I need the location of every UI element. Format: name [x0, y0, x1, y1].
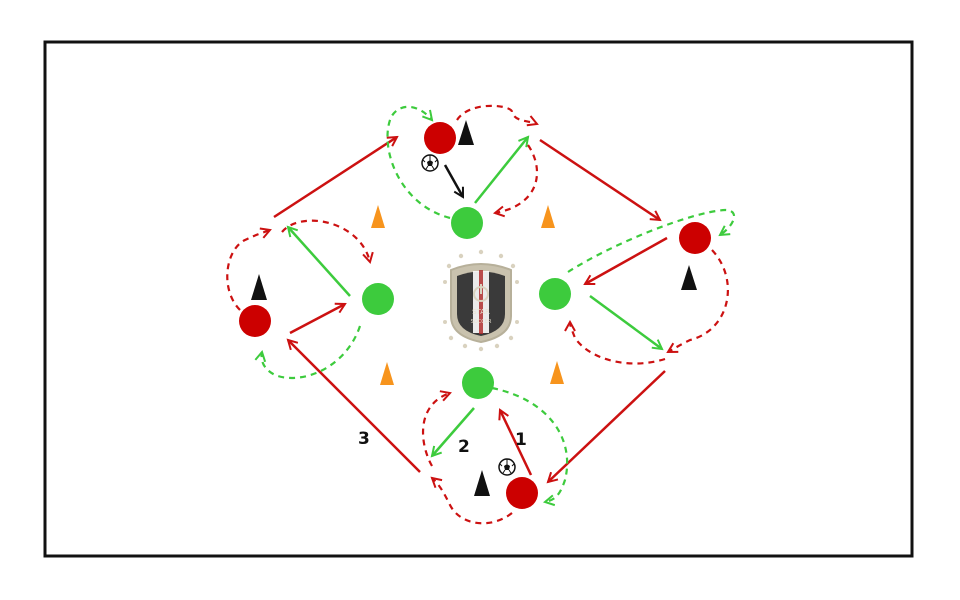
- pole-icon: [251, 274, 267, 300]
- soccer-ball-icon: [498, 458, 516, 476]
- green-run-arrow: [386, 105, 451, 220]
- green-run-arrow: [567, 208, 736, 273]
- step-label-1: 1: [515, 430, 527, 450]
- club-crest-icon: STAR SOCCER: [443, 249, 519, 352]
- red-pass-arrow: [288, 340, 421, 473]
- red-run-arrow: [570, 322, 666, 365]
- red-pass-arrow: [273, 137, 397, 219]
- cone-icon: [371, 205, 385, 228]
- green-player: [539, 278, 571, 310]
- green-player: [462, 367, 494, 399]
- soccer-ball-icon: [421, 154, 439, 172]
- green-pass-arrow: [589, 294, 662, 349]
- green-pass-arrow: [474, 137, 528, 204]
- cone-icon: [541, 205, 555, 228]
- red-player: [679, 222, 711, 254]
- green-pass-arrow: [288, 227, 351, 297]
- red-player: [239, 305, 271, 337]
- red-run-arrow: [668, 249, 729, 352]
- red-pass-arrow: [500, 410, 533, 476]
- green-pass-arrow: [432, 407, 475, 456]
- red-pass-arrow: [539, 138, 660, 220]
- red-pass-arrow: [289, 304, 345, 335]
- red-run-arrow: [456, 104, 537, 124]
- red-run-arrow: [495, 144, 539, 213]
- cone-icon: [550, 361, 564, 384]
- green-run-arrow: [262, 325, 362, 380]
- green-player: [451, 207, 483, 239]
- green-run-arrow: [491, 386, 569, 502]
- green-player: [362, 283, 394, 315]
- step-label-2: 2: [458, 437, 470, 457]
- red-pass-arrow: [585, 236, 668, 286]
- red-run-arrow: [432, 478, 513, 525]
- cone-icon: [380, 362, 394, 385]
- crest-text-top: STAR: [472, 308, 490, 316]
- crest-text-bottom: SOCCER: [471, 319, 492, 325]
- red-run-arrow: [226, 230, 270, 311]
- red-player: [506, 477, 538, 509]
- pole-icon: [474, 470, 490, 496]
- step-label-3: 3: [358, 429, 370, 449]
- ball-dribble-arrow: [443, 164, 465, 197]
- pole-icon: [681, 265, 697, 290]
- red-player: [424, 122, 456, 154]
- pole-icon: [458, 120, 474, 145]
